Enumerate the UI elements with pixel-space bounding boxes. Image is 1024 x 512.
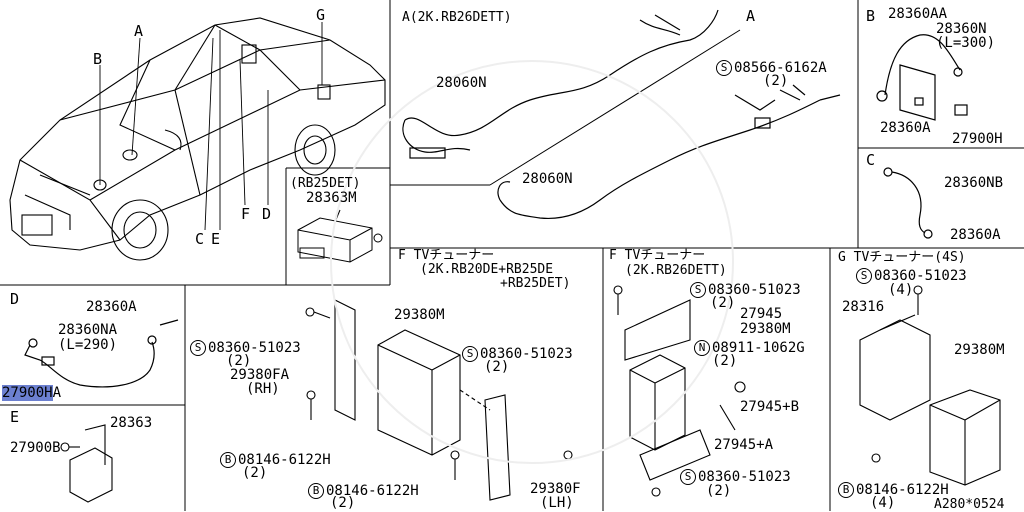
label-29380M-g: 29380M (954, 342, 1005, 358)
section-f1-title: F TVチューナー (398, 248, 495, 263)
label-28363: 28363 (110, 415, 153, 431)
label-b08146-f1a-qty: (2) (242, 465, 268, 481)
label-27945B: 27945+B (740, 399, 800, 415)
s-symbol-icon: S (680, 469, 696, 485)
section-d-label: D (10, 290, 20, 308)
label-29380M-f2: 29380M (740, 321, 791, 337)
label-s08360-f2a-qty: (2) (710, 295, 736, 311)
label-28316: 28316 (842, 299, 885, 315)
s-symbol-icon: S (462, 346, 478, 362)
part-28360NA-drawing (24, 319, 179, 388)
section-a-right-label: A (746, 7, 756, 25)
b-symbol-icon: B (220, 452, 236, 468)
label-b08146-f1b-qty: (2) (330, 495, 356, 511)
s-symbol-icon: S (690, 282, 706, 298)
watermark-emblem (330, 60, 734, 464)
label-28360A-d: 28360A (86, 299, 137, 315)
diagram-code: A280*0524 (934, 497, 1005, 512)
label-27900B: 27900B (10, 440, 61, 456)
label-08566-qty: (2) (763, 73, 789, 89)
label-b08146-g-qty: (4) (870, 495, 896, 511)
label-28060N-lower: 28060N (522, 171, 573, 187)
s-symbol-icon: S (856, 268, 872, 284)
rb25det-header: (RB25DET) (290, 176, 361, 191)
section-f1-sub2: +RB25DET) (500, 276, 571, 291)
label-29380F: 29380F (530, 481, 581, 497)
car-callout-g: G (316, 6, 326, 24)
car-callout-b: B (93, 50, 103, 68)
b-symbol-icon: B (308, 483, 324, 499)
part-28360NB-drawing (883, 167, 933, 239)
car-callout-c: C (195, 230, 205, 248)
part-28363-drawing (60, 424, 113, 503)
label-s08360-g-qty: (4) (888, 282, 914, 298)
label-29380FA: 29380FA (230, 367, 290, 383)
label-27945A: 27945+A (714, 437, 774, 453)
label-s08360-f1a-qty: (2) (226, 353, 252, 369)
highlighted-part-number: 27900H (2, 385, 53, 401)
section-b-label: B (866, 7, 876, 25)
label-s08360-f2b-qty: (2) (706, 483, 732, 499)
car-callout-a: A (134, 22, 144, 40)
label-28360N-length: (L=300) (936, 35, 996, 51)
label-28360NA-length: (L=290) (58, 337, 118, 353)
section-f2-sub: (2K.RB26DETT) (625, 263, 727, 278)
s-symbol-icon: S (716, 60, 732, 76)
section-c-label: C (866, 151, 876, 169)
section-f1-sub1: (2K.RB20DE+RB25DE (420, 262, 554, 277)
label-28360NB: 28360NB (944, 175, 1004, 191)
section-e-label: E (10, 408, 20, 426)
label-28363M: 28363M (306, 190, 357, 206)
label-29380FA-rh: (RH) (246, 381, 280, 397)
label-28360A-b: 28360A (880, 120, 931, 136)
label-28360AA: 28360AA (888, 6, 948, 22)
label-28060N-upper: 28060N (436, 75, 487, 91)
label-27900H: 27900H (952, 131, 1003, 147)
label-29380F-lh: (LH) (540, 495, 574, 511)
label-27900HA: 27900HA (2, 385, 62, 401)
label-27945: 27945 (740, 306, 783, 322)
label-n08911-qty: (2) (712, 353, 738, 369)
car-callout-e: E (211, 230, 221, 248)
b-symbol-icon: B (838, 482, 854, 498)
car-callout-lines (99, 22, 323, 231)
section-g-title: G TVチューナー(4S) (838, 250, 966, 265)
label-28360N: 28360N (936, 21, 987, 37)
label-28360NA: 28360NA (58, 322, 118, 338)
section-a-header: A(2K.RB26DETT) (402, 10, 512, 25)
car-illustration (9, 17, 386, 261)
car-callout-f: F (241, 205, 251, 223)
car-callout-d: D (262, 205, 272, 223)
part-29380M-g-drawing (859, 285, 1001, 486)
part-28360N-drawing (876, 34, 968, 121)
s-symbol-icon: S (190, 340, 206, 356)
label-s08360-f1b-qty: (2) (484, 359, 510, 375)
label-28360A-c: 28360A (950, 227, 1001, 243)
n-symbol-icon: N (694, 340, 710, 356)
section-f2-title: F TVチューナー (609, 248, 706, 263)
label-29380M-f1: 29380M (394, 307, 445, 323)
